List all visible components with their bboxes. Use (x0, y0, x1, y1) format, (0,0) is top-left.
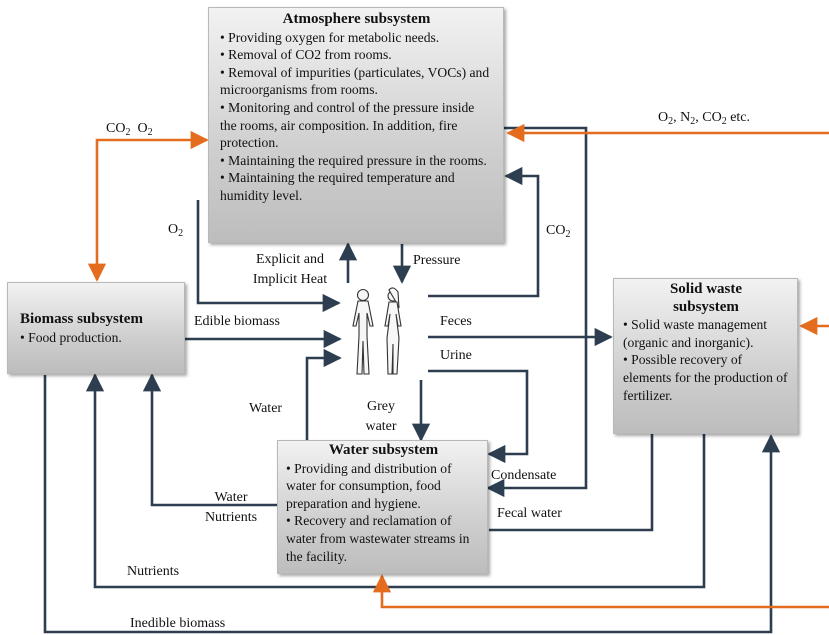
label-urine: Urine (440, 348, 472, 363)
arrow-fecal-water (489, 433, 654, 532)
biomass-subsystem-box: Biomass subsystem • Food production. (7, 282, 185, 374)
arrow-water-to-human (305, 348, 342, 443)
atmosphere-item: • Maintaining the required pressure in t… (220, 152, 487, 168)
solid-waste-subsystem-box: Solid waste subsystem • Solid waste mana… (613, 278, 798, 434)
label-grey-water: Grey water (365, 399, 397, 434)
label-heat: Explicit and Implicit Heat (252, 252, 328, 287)
biomass-item: • Food production. (20, 329, 122, 345)
label-condensate: Condensate (491, 468, 557, 483)
label-pressure: Pressure (413, 253, 461, 268)
atmosphere-item: • Maintaining the required temperature a… (220, 170, 455, 203)
water-title: Water subsystem (328, 442, 439, 458)
atmosphere-item: • Monitoring and control of the pressure… (220, 99, 475, 151)
water-items: • Providing and distribution of water fo… (286, 460, 481, 566)
label-water: Water (249, 401, 283, 416)
atmosphere-subsystem-box: Atmosphere subsystem • Providing oxygen … (208, 7, 504, 243)
solid-waste-items: • Solid waste management (organic and in… (623, 316, 789, 404)
water-subsystem-box: Water subsystem • Providing and distribu… (277, 440, 488, 574)
biomass-items: • Food production. (20, 329, 178, 347)
arrow-nutrients (85, 373, 706, 589)
label-fecal-water: Fecal water (497, 506, 562, 521)
label-feces: Feces (440, 314, 472, 329)
label-co2: CO2 (546, 223, 571, 240)
human-figures-icon (352, 287, 402, 375)
label-inedible-biomass: Inedible biomass (130, 616, 226, 631)
label-water-nutrients: Water Nutrients (204, 490, 258, 525)
atmosphere-item: • Removal of impurities (particulates, V… (220, 64, 490, 98)
biomass-title: Biomass subsystem (20, 311, 143, 327)
label-external-gases: O2, N2, CO2 etc. (658, 110, 751, 127)
solid-waste-item: • Possible recovery of elements for the … (623, 352, 788, 403)
label-nutrients: Nutrients (127, 564, 180, 579)
label-co2-o2: CO2 O2 (106, 121, 153, 138)
atmosphere-item: • Providing oxygen for metabolic needs. (220, 29, 440, 45)
arrow-urine (428, 369, 529, 464)
water-item: • Providing and distribution of water fo… (286, 460, 452, 511)
label-o2: O2 (168, 222, 184, 239)
label-edible-biomass: Edible biomass (194, 314, 280, 329)
atmosphere-title: Atmosphere subsystem (282, 11, 431, 27)
arrow-inedible-biomass (43, 375, 781, 634)
arrow-co2-to-atmosphere (428, 166, 540, 298)
solid-waste-title: Solid waste subsystem (669, 281, 743, 315)
arrow-condensate (482, 126, 588, 498)
arrow-water-nutrients (142, 373, 277, 507)
water-item: • Recovery and reclamation of water from… (286, 513, 470, 564)
solid-waste-item: • Solid waste management (organic and in… (623, 317, 768, 350)
arrow-gas-exchange (87, 130, 209, 282)
atmosphere-items: • Providing oxygen for metabolic needs. … (220, 29, 493, 205)
arrow-external-water (372, 574, 829, 609)
atmosphere-item: • Removal of CO2 from rooms. (220, 47, 392, 63)
